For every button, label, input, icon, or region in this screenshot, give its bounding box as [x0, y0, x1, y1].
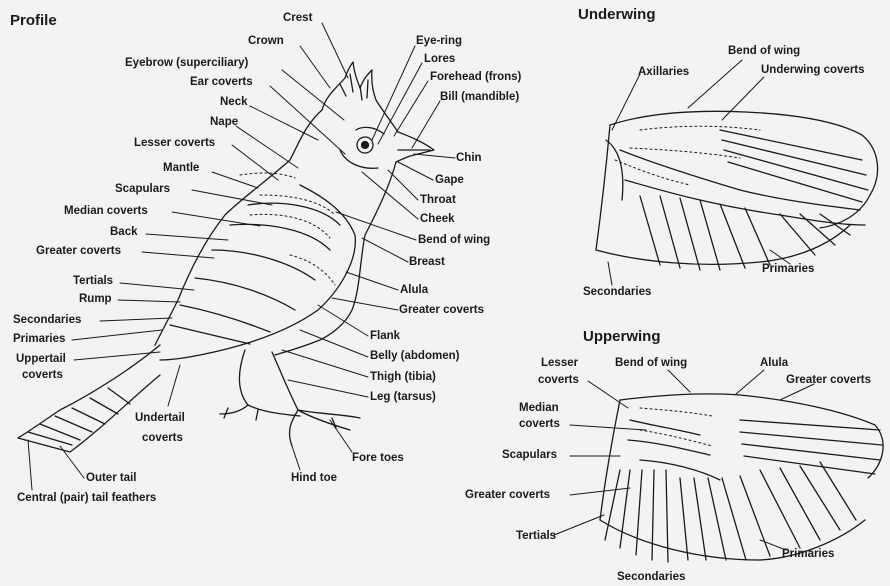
- label-greater-coverts-right: Greater coverts: [399, 304, 484, 316]
- label-upperwing-scapulars: Scapulars: [502, 449, 557, 461]
- label-neck: Neck: [220, 96, 248, 108]
- label-eye-ring: Eye-ring: [416, 35, 462, 47]
- label-fore-toes: Fore toes: [352, 452, 404, 464]
- label-crown: Crown: [248, 35, 284, 47]
- label-upperwing-greater-coverts: Greater coverts: [465, 489, 550, 501]
- label-forehead: Forehead (frons): [430, 71, 521, 83]
- underwing-drawing: [596, 111, 878, 270]
- label-upperwing-greater-coverts-top: Greater coverts: [786, 374, 871, 386]
- label-upperwing-median-coverts-2: coverts: [519, 418, 560, 430]
- label-bill: Bill (mandible): [440, 91, 519, 103]
- label-upperwing-lesser-coverts-1: Lesser: [541, 357, 578, 369]
- label-primaries: Primaries: [13, 333, 65, 345]
- label-throat: Throat: [420, 194, 456, 206]
- upperwing-drawing: [600, 394, 883, 562]
- label-axillaries: Axillaries: [638, 66, 689, 78]
- label-lores: Lores: [424, 53, 455, 65]
- label-uppertail-coverts-2: coverts: [22, 369, 63, 381]
- label-central-tail: Central (pair) tail feathers: [17, 492, 156, 504]
- label-rump: Rump: [79, 293, 112, 305]
- label-nape: Nape: [210, 116, 238, 128]
- label-upperwing-median-coverts-1: Median: [519, 402, 559, 414]
- label-undertail-coverts-1: Undertail: [135, 412, 185, 424]
- label-upperwing-tertials: Tertials: [516, 530, 556, 542]
- label-breast: Breast: [409, 256, 445, 268]
- label-alula: Alula: [400, 284, 428, 296]
- label-upperwing-alula: Alula: [760, 357, 788, 369]
- label-cheek: Cheek: [420, 213, 455, 225]
- label-upperwing-lesser-coverts-2: coverts: [538, 374, 579, 386]
- label-tertials: Tertials: [73, 275, 113, 287]
- label-thigh: Thigh (tibia): [370, 371, 436, 383]
- label-secondaries: Secondaries: [13, 314, 81, 326]
- label-gape: Gape: [435, 174, 464, 186]
- label-underwing-secondaries: Secondaries: [583, 286, 651, 298]
- label-lesser-coverts: Lesser coverts: [134, 137, 215, 149]
- label-upperwing-bend-of-wing: Bend of wing: [615, 357, 687, 369]
- label-median-coverts: Median coverts: [64, 205, 148, 217]
- label-back: Back: [110, 226, 138, 238]
- label-hind-toe: Hind toe: [291, 472, 337, 484]
- label-flank: Flank: [370, 330, 400, 342]
- upperwing-title: Upperwing: [583, 328, 661, 345]
- underwing-title: Underwing: [578, 6, 656, 23]
- label-eyebrow: Eyebrow (superciliary): [125, 57, 248, 69]
- label-uppertail-coverts-1: Uppertail: [16, 353, 66, 365]
- label-underwing-primaries: Primaries: [762, 263, 814, 275]
- label-bend-of-wing: Bend of wing: [418, 234, 490, 246]
- label-underwing-coverts: Underwing coverts: [761, 64, 865, 76]
- label-mantle: Mantle: [163, 162, 199, 174]
- label-scapulars: Scapulars: [115, 183, 170, 195]
- profile-title: Profile: [10, 12, 57, 29]
- label-upperwing-secondaries: Secondaries: [617, 571, 685, 583]
- label-leg: Leg (tarsus): [370, 391, 436, 403]
- label-upperwing-primaries: Primaries: [782, 548, 834, 560]
- label-ear-coverts: Ear coverts: [190, 76, 253, 88]
- label-underwing-bend-of-wing: Bend of wing: [728, 45, 800, 57]
- label-chin: Chin: [456, 152, 482, 164]
- label-greater-coverts-left: Greater coverts: [36, 245, 121, 257]
- label-undertail-coverts-2: coverts: [142, 432, 183, 444]
- label-crest: Crest: [283, 12, 312, 24]
- label-belly: Belly (abdomen): [370, 350, 459, 362]
- label-outer-tail: Outer tail: [86, 472, 136, 484]
